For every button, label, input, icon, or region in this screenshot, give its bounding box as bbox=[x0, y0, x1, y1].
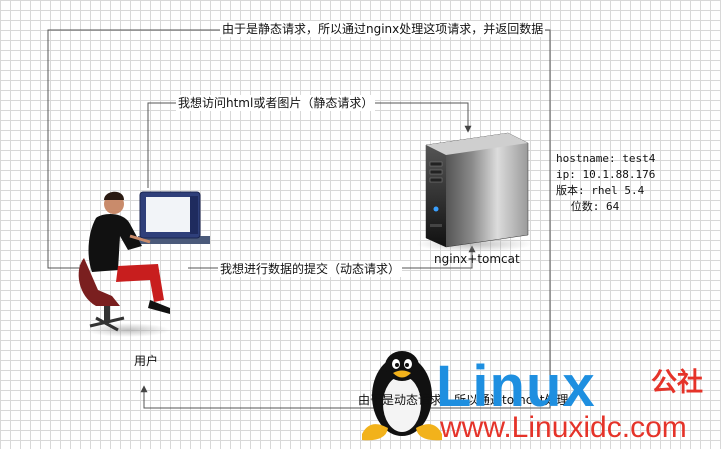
server-info-block: hostname: test4 ip: 10.1.88.176 版本: rhel… bbox=[556, 151, 656, 215]
server-version: 版本: rhel 5.4 bbox=[556, 184, 645, 197]
label-dynamic-submit: 我想进行数据的提交（动态请求） bbox=[218, 261, 403, 277]
label-bottom-dynamic-response: 由于是动态请求，所以通过tomcat处理 bbox=[358, 393, 569, 407]
arrow-bottom-response bbox=[140, 240, 551, 409]
server-ip: ip: 10.1.88.176 bbox=[556, 168, 656, 181]
watermark-url: www.Linuxidc.com bbox=[440, 411, 687, 444]
user-at-computer-icon bbox=[78, 191, 210, 337]
watermark-brand-cn: 公社 bbox=[651, 368, 704, 398]
server-bits: 位数: 64 bbox=[570, 200, 620, 213]
server-icon bbox=[416, 132, 532, 252]
arrow-static-request bbox=[147, 102, 472, 188]
server-name-label: nginx+tomcat bbox=[434, 252, 520, 266]
tux-penguin-icon bbox=[362, 351, 442, 441]
arrow-top-response bbox=[47, 29, 551, 272]
label-top-static-response: 由于是静态请求，所以通过nginx处理这项请求，并返回数据 bbox=[220, 21, 546, 37]
watermark-brand: Linux bbox=[436, 354, 596, 419]
server-hostname: hostname: test4 bbox=[556, 152, 656, 165]
label-static-request: 我想访问html或者图片（静态请求） bbox=[176, 95, 376, 111]
user-label: 用户 bbox=[134, 354, 159, 368]
